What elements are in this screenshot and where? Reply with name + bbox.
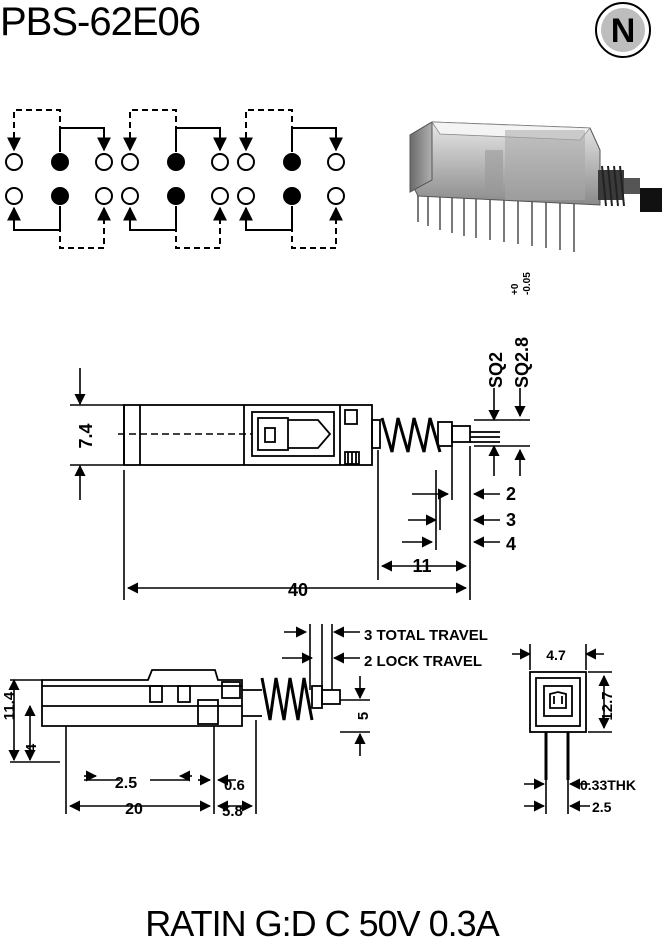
terminal-open	[237, 153, 255, 171]
dim-20: 20	[125, 801, 143, 818]
front-view-drawing	[118, 404, 500, 466]
dim-2: 2	[506, 484, 516, 504]
dim-sq2: SQ2	[486, 352, 506, 388]
dimension-labels: 7.4 SQ2 SQ2.8 +0 -0.05 2 3 4 11 40 3 TOT…	[1, 272, 636, 820]
terminal-common	[51, 187, 69, 205]
terminal-open	[121, 187, 139, 205]
terminal-common	[283, 153, 301, 171]
dim-sq28-tol-minus: -0.05	[522, 272, 533, 295]
end-view-drawing	[529, 671, 587, 780]
dim-4-7: 4.7	[546, 647, 566, 663]
terminal-open	[237, 187, 255, 205]
dim-side-4: 4	[23, 743, 40, 752]
dashed-contact-top	[123, 109, 177, 152]
dashed-contact-top	[239, 109, 293, 152]
terminal-common	[167, 187, 185, 205]
solid-contact-top	[59, 127, 111, 152]
solid-contact-bottom	[239, 206, 293, 231]
dim-033-thk: 0.33THK	[580, 777, 636, 793]
dashed-contact-bottom	[59, 206, 111, 249]
dim-40: 40	[288, 580, 308, 600]
rating-text: RATIN G:D C 50V 0.3A	[145, 903, 499, 939]
terminal-common	[167, 153, 185, 171]
dim-11-4: 11.4	[1, 691, 18, 720]
svg-text:N: N	[611, 12, 636, 50]
terminal-open	[327, 187, 345, 205]
terminal-open	[5, 153, 23, 171]
dashed-contact-bottom	[291, 206, 343, 249]
dim-11: 11	[412, 556, 431, 576]
dim-5-8: 5.8	[222, 803, 243, 820]
dim-sq28-tol-plus: +0	[510, 283, 521, 295]
solid-contact-bottom	[6, 206, 61, 231]
total-travel-label: 3 TOTAL TRAVEL	[364, 627, 488, 644]
dim-end-2-5: 2.5	[592, 799, 612, 815]
brand-logo: N	[595, 2, 651, 58]
switch-schematic	[5, 109, 345, 249]
dashed-contact-bottom	[175, 206, 227, 249]
terminal-open	[327, 153, 345, 171]
dim-4: 4	[506, 534, 516, 554]
model-title: PBS-62E06	[0, 0, 200, 44]
solid-contact-bottom	[123, 206, 177, 231]
terminal-open	[95, 187, 113, 205]
terminal-common	[51, 153, 69, 171]
dim-0-6: 0.6	[224, 777, 245, 794]
lock-travel-label: 2 LOCK TRAVEL	[364, 653, 482, 670]
dim-5: 5	[355, 712, 372, 720]
terminal-open	[95, 153, 113, 171]
terminal-common	[283, 187, 301, 205]
dim-sq28: SQ2.8	[512, 337, 532, 388]
terminal-open	[5, 187, 23, 205]
dimension-lines	[8, 368, 612, 814]
dim-7-4: 7.4	[76, 423, 96, 448]
dim-3: 3	[506, 510, 516, 530]
terminal-open	[211, 153, 229, 171]
dim-2-5: 2.5	[115, 775, 137, 792]
solid-contact-top	[291, 127, 343, 152]
side-view-drawing	[41, 669, 341, 727]
terminal-open	[211, 187, 229, 205]
terminal-open	[121, 153, 139, 171]
solid-contact-top	[175, 127, 227, 152]
dim-12-7: 12.7	[599, 691, 616, 720]
dashed-contact-top	[7, 109, 61, 152]
product-photo	[409, 121, 662, 252]
